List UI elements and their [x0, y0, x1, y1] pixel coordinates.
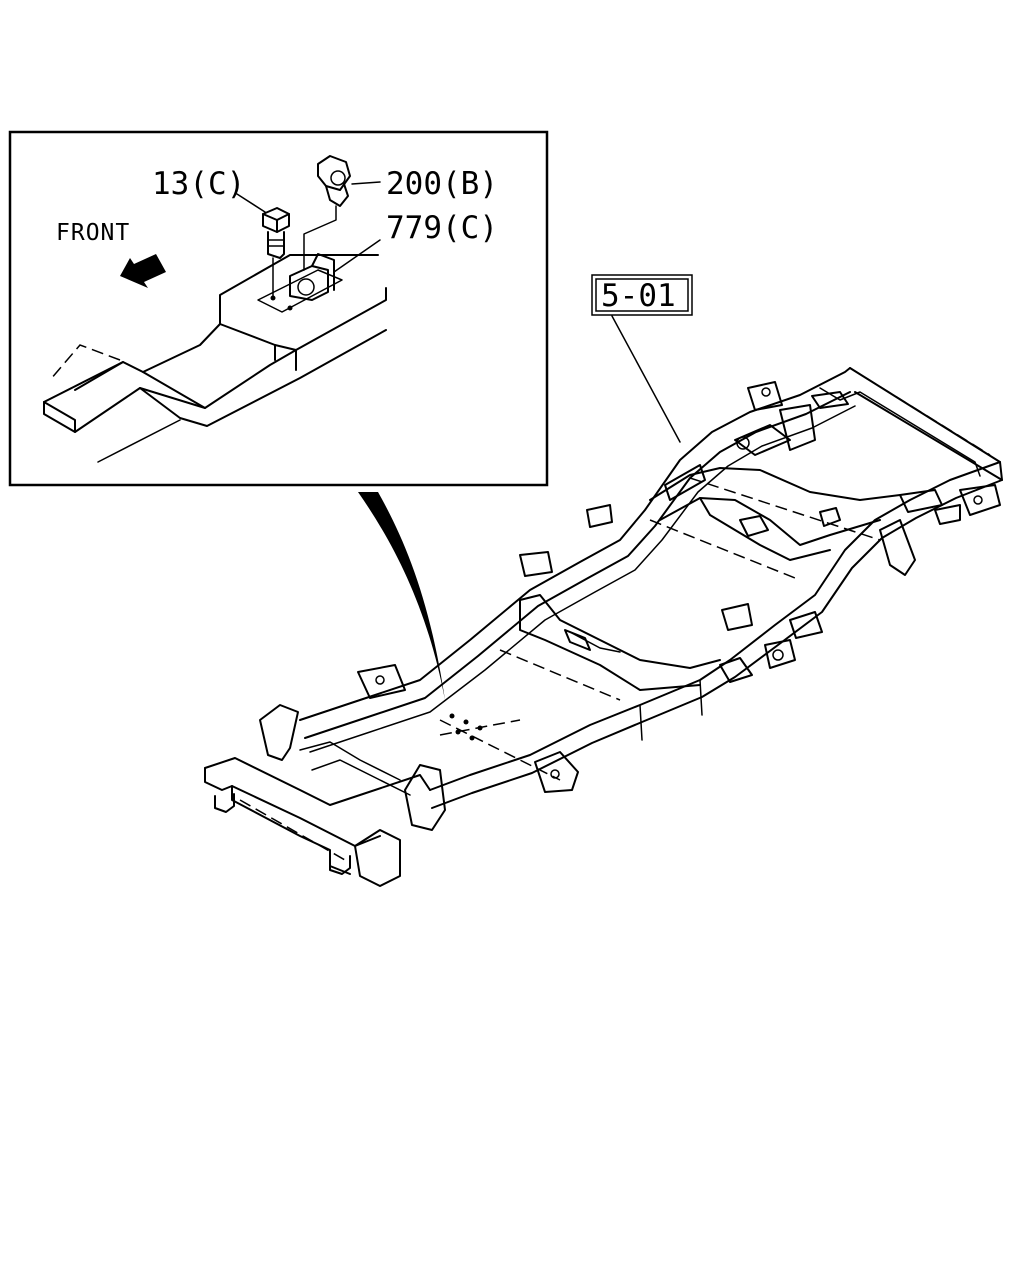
bracket-leader: [333, 239, 381, 273]
mid-crossmember: [519, 594, 721, 669]
chassis-frame: [204, 367, 1003, 887]
clip-label: 200(B): [386, 166, 498, 202]
plate-hole: [287, 305, 293, 311]
bolt-label: 13(C): [152, 166, 245, 202]
front-crossmember: [204, 757, 431, 806]
front-label: FRONT: [56, 220, 130, 246]
front-arrow-icon: [120, 254, 166, 288]
reference-leader: [611, 315, 681, 443]
inset-frame-rail: [43, 254, 387, 463]
detail-inset: 13(C) 200(B) 779(C) FRONT: [8, 130, 549, 487]
reference-box: 5-01: [591, 274, 693, 316]
clip-leader: [351, 181, 381, 185]
rear-crossmember: [649, 467, 901, 501]
clip-part: [303, 155, 351, 271]
bolt-part: [262, 207, 290, 301]
bolt-leader: [236, 193, 266, 213]
reference-label: 5-01: [601, 278, 676, 314]
left-side-rail: [299, 367, 851, 721]
mounting-plate: [257, 269, 343, 313]
bracket-part: [289, 253, 335, 301]
bracket-label: 779(C): [386, 210, 498, 246]
inset-border: [8, 130, 549, 487]
